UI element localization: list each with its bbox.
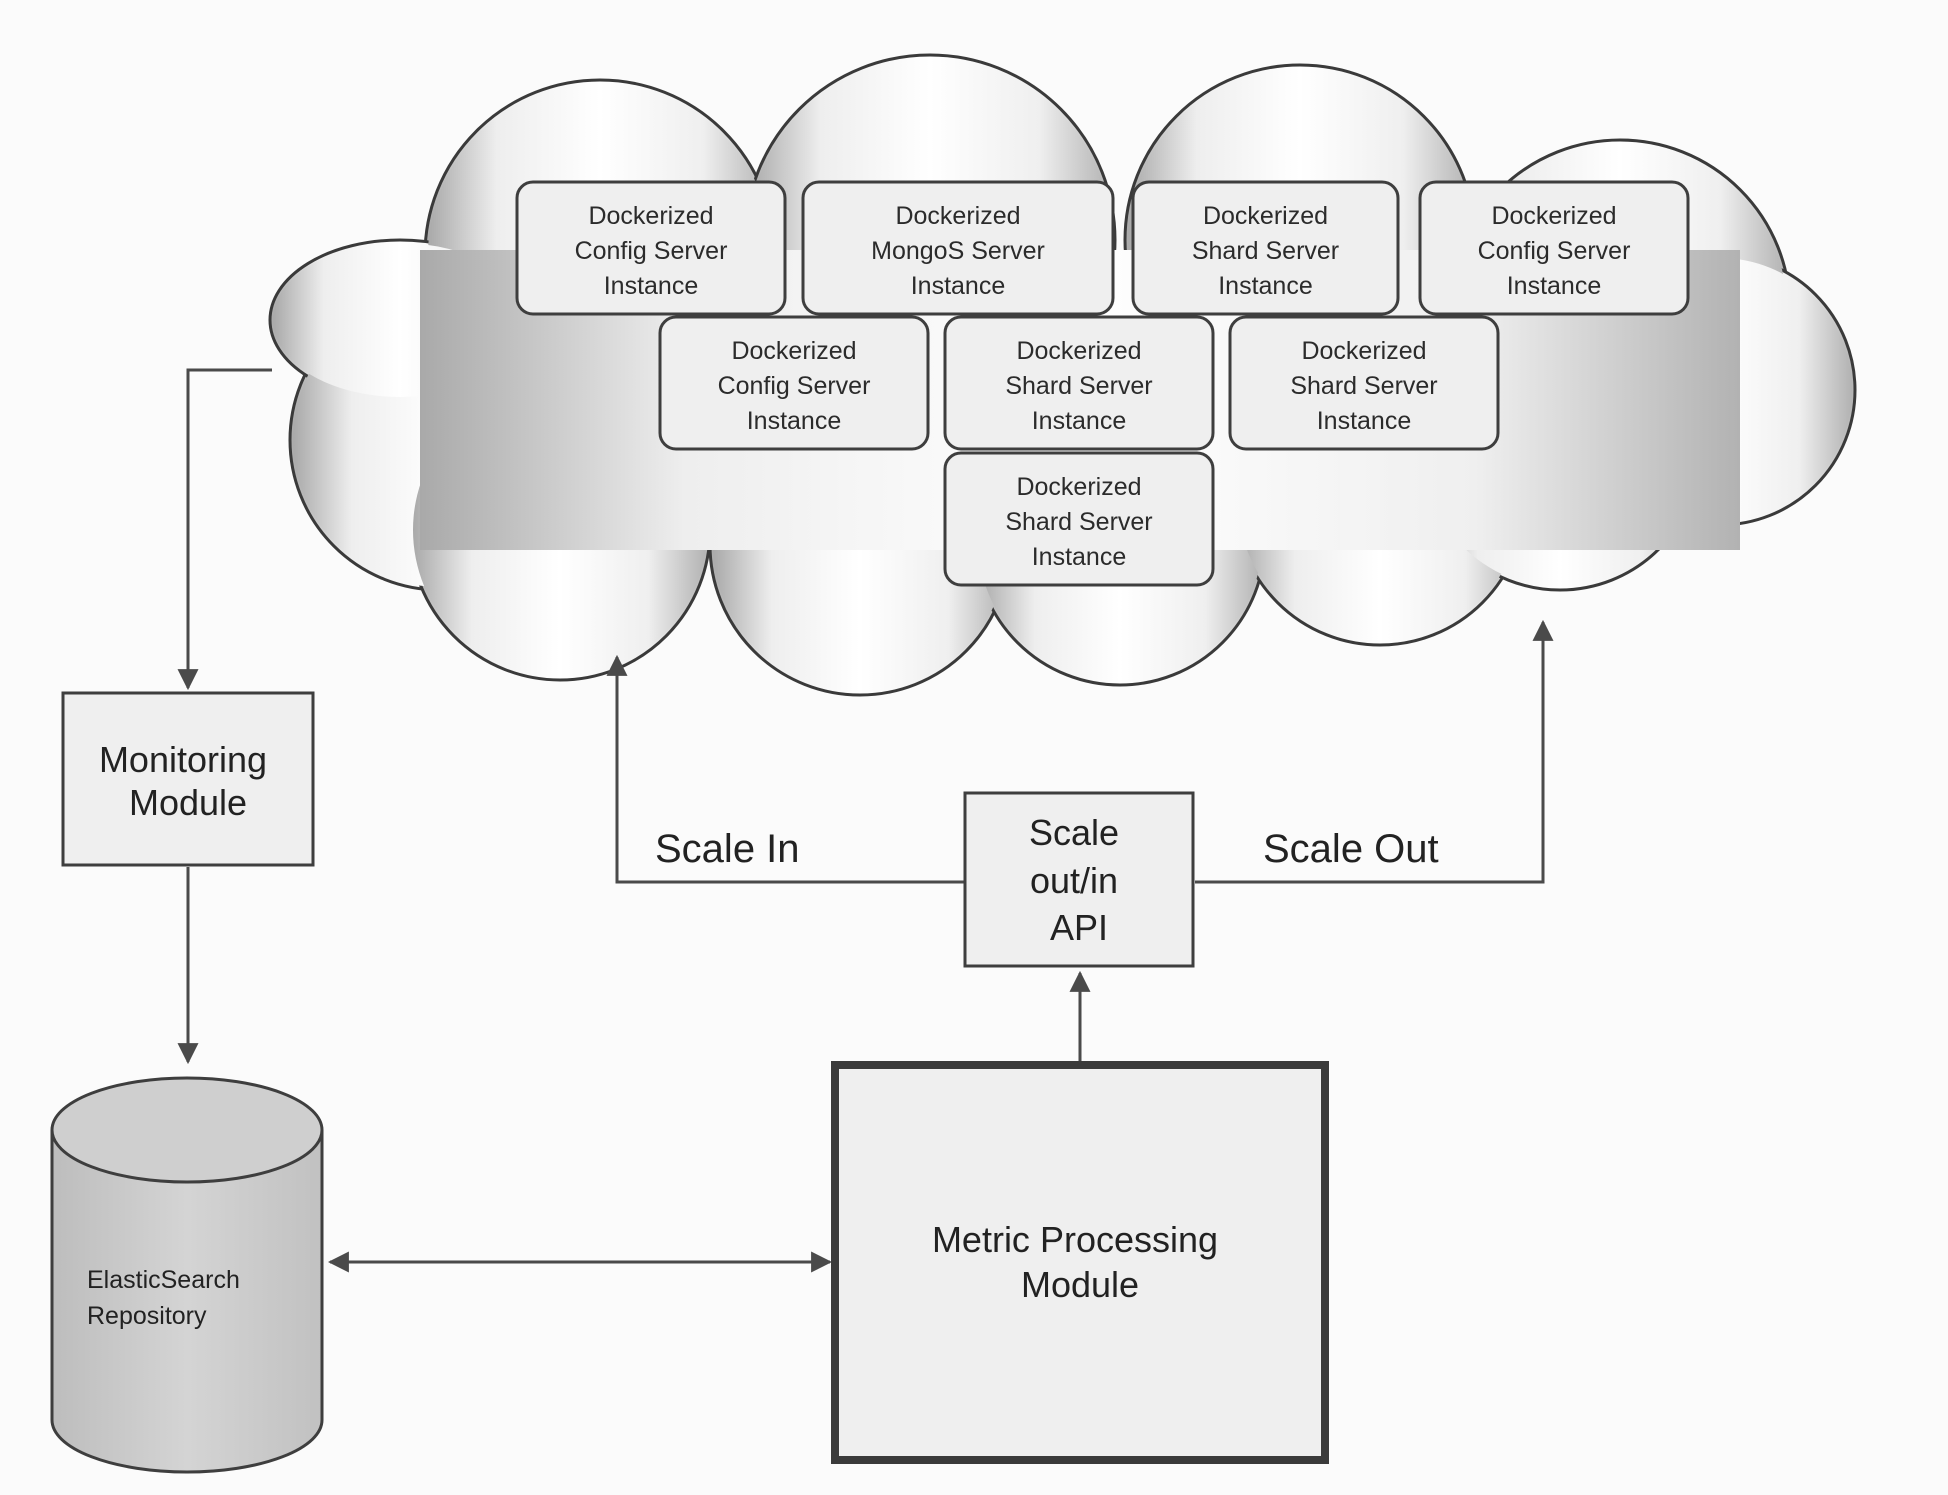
scale-api: Scale out/in API (963, 791, 1195, 968)
scale-in-label: Scale In (655, 827, 800, 871)
cloud-to-monitoring-arrow (177, 368, 272, 691)
scale-out-label: Scale Out (1263, 827, 1439, 871)
connectors (177, 368, 1554, 1273)
metric-processing-module: Metric Processing Module (831, 1061, 1329, 1464)
monitoring-module: Monitoring Module (61, 691, 315, 867)
monitoring-module-label: Monitoring Module (99, 739, 277, 823)
scale-out-arrow (1195, 619, 1554, 884)
scale-in-arrow (606, 654, 965, 884)
elasticsearch-repository: ElasticSearch Repository (50, 1076, 324, 1474)
repository-label: ElasticSearch Repository (87, 1266, 247, 1330)
metric-processing-label: Metric Processing Module (932, 1219, 1228, 1305)
scale-api-label: Scale out/in API (1029, 812, 1129, 948)
